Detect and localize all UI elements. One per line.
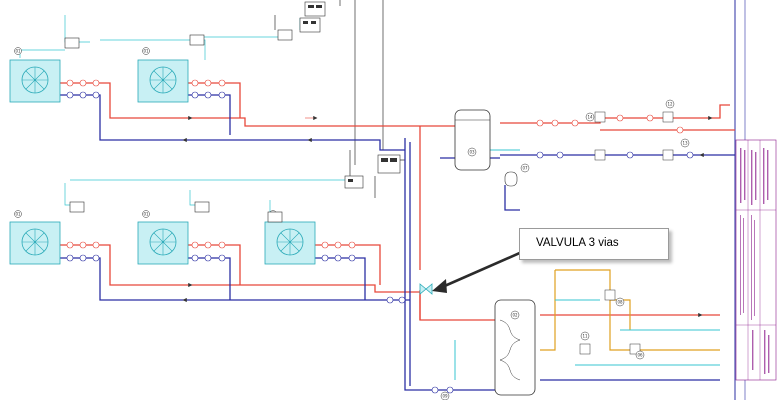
callout-label: VALVULA 3 vias <box>536 237 619 249</box>
heat-pump-unit-icon <box>137 47 189 103</box>
svg-text:02: 02 <box>513 313 519 318</box>
svg-text:03: 03 <box>470 150 476 155</box>
svg-text:01: 01 <box>16 212 22 217</box>
svg-text:01: 01 <box>16 49 22 54</box>
svg-text:14: 14 <box>588 115 594 120</box>
expansion-vessel-icon <box>504 171 518 187</box>
heat-pump-unit-icon <box>264 210 316 265</box>
pump-tags: 12 13 14 11 08 06 07 09 <box>440 99 690 400</box>
svg-text:07: 07 <box>523 166 529 171</box>
hot-supply-pipes <box>60 82 735 321</box>
svg-text:12: 12 <box>668 102 674 107</box>
aux-pipes <box>454 149 720 380</box>
storage-tank-icon: 02 <box>494 299 536 396</box>
heat-pump-unit-icon <box>9 47 61 103</box>
heat-pump-unit-icon <box>9 210 61 265</box>
heat-pump-unit-icon <box>137 210 189 265</box>
callout-arrow-icon <box>432 250 523 293</box>
svg-text:11: 11 <box>583 334 589 339</box>
svg-text:13: 13 <box>683 141 689 146</box>
svg-text:06: 06 <box>638 353 644 358</box>
svg-text:01: 01 <box>144 212 150 217</box>
control-panel-detail <box>303 5 397 182</box>
dhw-pipes <box>540 269 720 351</box>
svg-text:01: 01 <box>144 49 150 54</box>
svg-text:08: 08 <box>618 300 624 305</box>
flow-arrow-icon <box>180 115 713 318</box>
storage-tank-icon: 03 <box>454 109 491 171</box>
title-block-lettering <box>740 148 770 374</box>
pump-icon <box>579 111 674 355</box>
svg-text:09: 09 <box>443 394 449 399</box>
control-panel-icon <box>64 1 401 223</box>
valve-callout-box: VALVULA 3 vias <box>519 228 669 260</box>
